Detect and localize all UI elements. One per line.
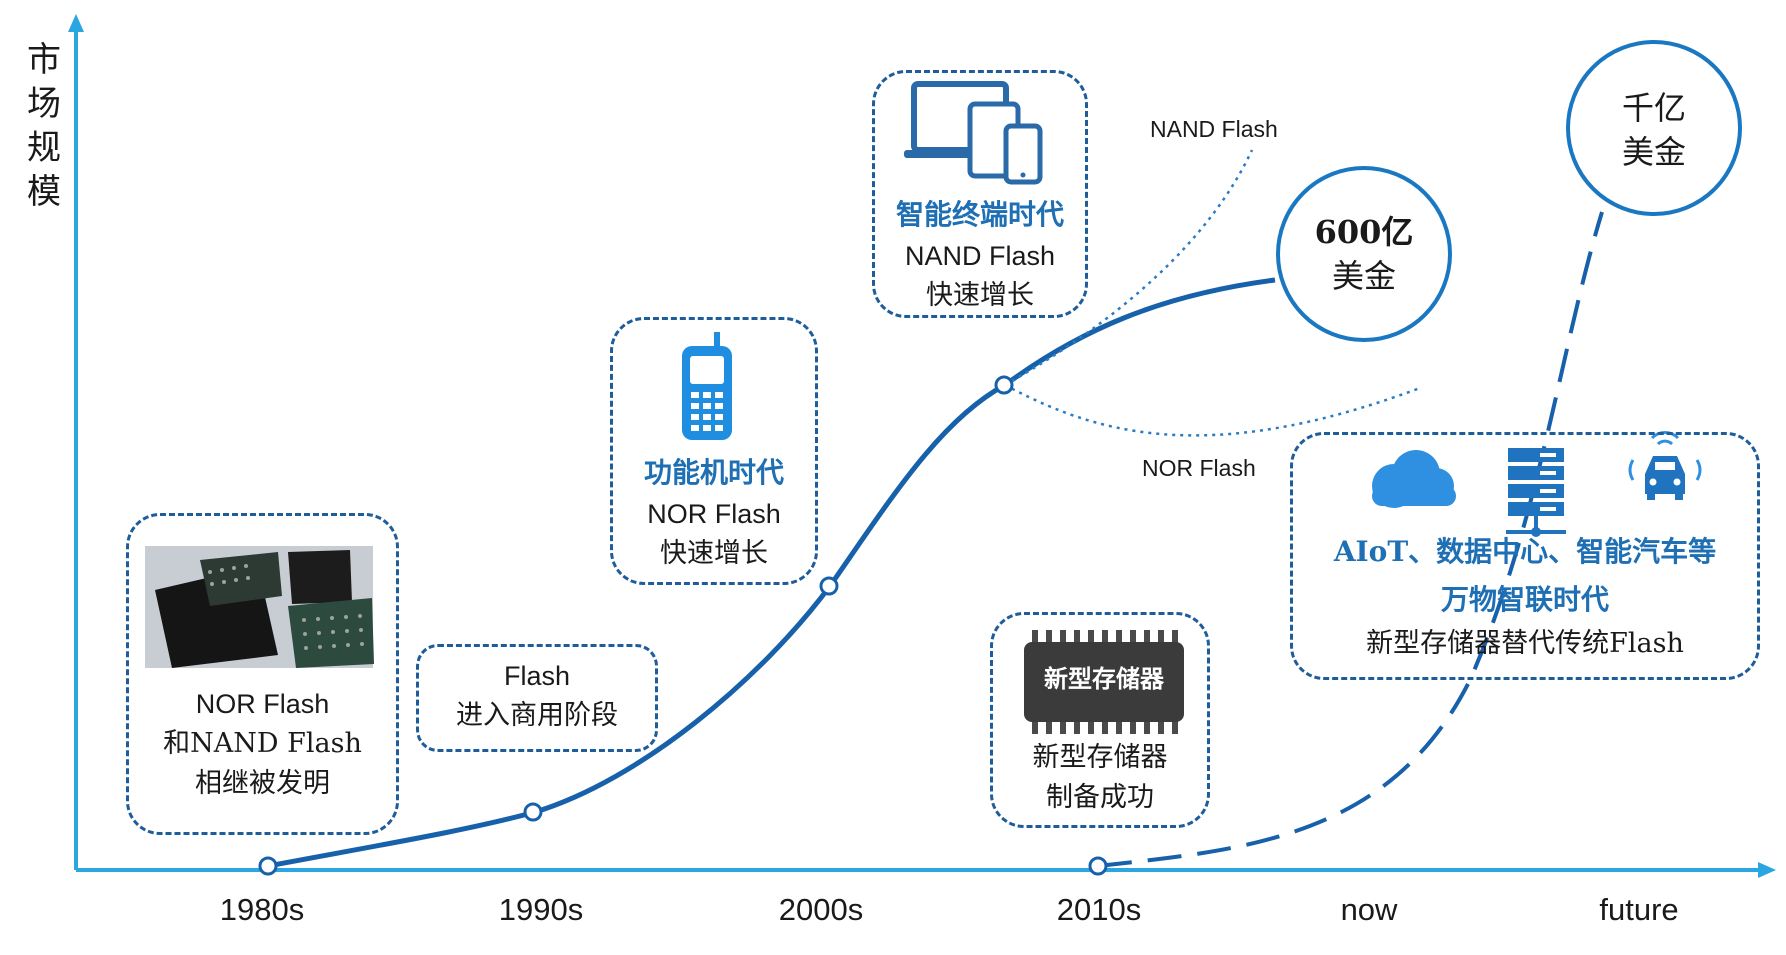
- box-new-memory: [990, 612, 1210, 828]
- box-aiot-title-2: 万物智联时代: [1440, 583, 1609, 616]
- y-axis-label: 市 场 规 模: [22, 38, 66, 214]
- x-tick-1990s: 1990s: [498, 892, 584, 927]
- box-feature-phone-text: 功能机时代 NOR Flash 快速增长: [610, 452, 818, 574]
- box-invention-line: 相继被发明: [195, 768, 330, 799]
- circle-1000: 千亿 美金: [1574, 86, 1734, 174]
- box-invention-text: NOR Flash 和NAND Flash 相继被发明: [126, 684, 399, 804]
- box-feature-phone-title: 功能机时代: [643, 456, 784, 489]
- x-tick-now: now: [1340, 892, 1398, 927]
- circle-600-unit: 美金: [1331, 257, 1396, 295]
- y-axis-label-char: 规: [27, 128, 61, 168]
- box-invention: [126, 513, 399, 835]
- circle-600-outline: [1276, 166, 1452, 342]
- box-smart-terminal: [872, 70, 1088, 318]
- box-new-memory-line: 制备成功: [1046, 782, 1154, 813]
- milestone-point-1980s: [258, 856, 278, 876]
- circle-1000-outline: [1566, 40, 1742, 216]
- x-tick-future: future: [1599, 892, 1679, 927]
- circle-600: 600亿 美金: [1284, 210, 1444, 298]
- milestone-point-1990s: [523, 802, 543, 822]
- laptop-tablet-phone-icon: [904, 81, 1043, 185]
- x-tick-1980s: 1980s: [219, 892, 305, 927]
- box-new-memory-line: 新型存储器: [1032, 742, 1168, 773]
- milestone-point-2010s: [1088, 856, 1108, 876]
- circle-600-value: 600亿: [1314, 213, 1414, 251]
- nor-branch-curve: [1004, 383, 1421, 437]
- milestone-point-2000s: [819, 576, 839, 596]
- y-axis-label-char: 市: [27, 40, 61, 80]
- box-commercial-line: 进入商用阶段: [456, 700, 618, 731]
- box-smart-terminal-line: NAND Flash: [904, 241, 1056, 271]
- y-axis-label-char: 模: [27, 172, 61, 212]
- box-feature-phone-line: 快速增长: [660, 538, 768, 569]
- box-aiot-line: 新型存储器替代传统Flash: [1366, 628, 1684, 659]
- box-feature-phone-line: NOR Flash: [647, 499, 781, 529]
- box-commercial: [416, 644, 658, 752]
- memory-chips-photo: [145, 546, 374, 668]
- box-new-memory-text: 新型存储器 制备成功: [990, 738, 1210, 818]
- box-commercial-line: Flash: [503, 661, 571, 691]
- box-smart-terminal-line: 快速增长: [926, 280, 1034, 311]
- nand-branch-label: NAND Flash: [1150, 116, 1278, 142]
- cloud-icon: [1372, 450, 1456, 508]
- x-tick-2010s: 2010s: [1056, 892, 1142, 927]
- future-curve: [1097, 211, 1604, 868]
- nand-branch-curve: [1004, 149, 1254, 387]
- milestone-point-2010s-main: [994, 375, 1014, 395]
- box-aiot: [1290, 432, 1760, 680]
- server-icon: [1506, 448, 1566, 537]
- box-aiot-text: AIoT、数据中心、智能汽车等 万物智联时代 新型存储器替代传统Flash: [1290, 528, 1760, 664]
- mobile-phone-icon: [682, 332, 732, 440]
- box-feature-phone: [610, 317, 818, 585]
- x-axis-arrow: [1758, 862, 1776, 878]
- memory-chip-label: 新型存储器: [1044, 664, 1164, 693]
- circle-1000-value: 千亿: [1621, 89, 1686, 127]
- nor-branch-label: NOR Flash: [1142, 455, 1256, 481]
- box-smart-terminal-text: 智能终端时代 NAND Flash 快速增长: [872, 194, 1088, 316]
- box-commercial-text: Flash 进入商用阶段: [416, 656, 658, 736]
- box-smart-terminal-title: 智能终端时代: [895, 198, 1064, 231]
- box-invention-line: NOR Flash: [195, 689, 330, 719]
- box-invention-line: 和NAND Flash: [163, 728, 362, 759]
- memory-chip-icon: [1024, 630, 1184, 734]
- y-axis-arrow: [68, 14, 84, 32]
- x-tick-2000s: 2000s: [778, 892, 864, 927]
- box-aiot-title-1: AIoT、数据中心、智能汽车等: [1333, 535, 1717, 568]
- circle-1000-unit: 美金: [1621, 133, 1686, 171]
- y-axis-label-char: 场: [27, 84, 61, 124]
